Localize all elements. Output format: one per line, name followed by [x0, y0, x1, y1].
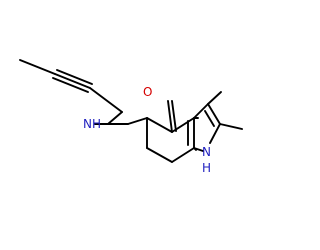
- bond-c3-c2: [207, 103, 221, 125]
- bond-alkyne-ch2: [89, 87, 123, 113]
- bond-c6-c7: [146, 147, 173, 163]
- bond-triple-3: [52, 77, 89, 93]
- ring-n-label: N: [202, 145, 211, 159]
- bond-carbonyl-1: [167, 100, 173, 133]
- ring-h-label: H: [202, 161, 212, 175]
- bond-c5-c4: [146, 117, 173, 133]
- oxygen-label: O: [143, 85, 153, 99]
- amine-nh-label: NH: [83, 117, 101, 131]
- bond-methyl-alkyne: [19, 59, 56, 75]
- bond-c3-methyl: [207, 91, 222, 105]
- bond-ch2-nh: [107, 111, 123, 125]
- bond-triple-2: [56, 69, 93, 85]
- structure-canvas: O NH N H: [19, 59, 243, 175]
- bond-carbonyl-2: [171, 100, 177, 132]
- bond-c7-c7a: [171, 147, 195, 163]
- bond-c2-methyl: [219, 123, 243, 130]
- bond-c3a-c3-pyrrole: [193, 103, 209, 119]
- bond-c7a-n1: [193, 147, 204, 152]
- molecule-structure: [19, 59, 243, 163]
- bond-c4-c3a: [171, 117, 195, 133]
- bond-triple-1: [54, 73, 91, 89]
- bond-c2-n1: [209, 123, 221, 144]
- bond-c3-c2-inner: [204, 110, 215, 127]
- bond-ch2-c5: [127, 117, 148, 125]
